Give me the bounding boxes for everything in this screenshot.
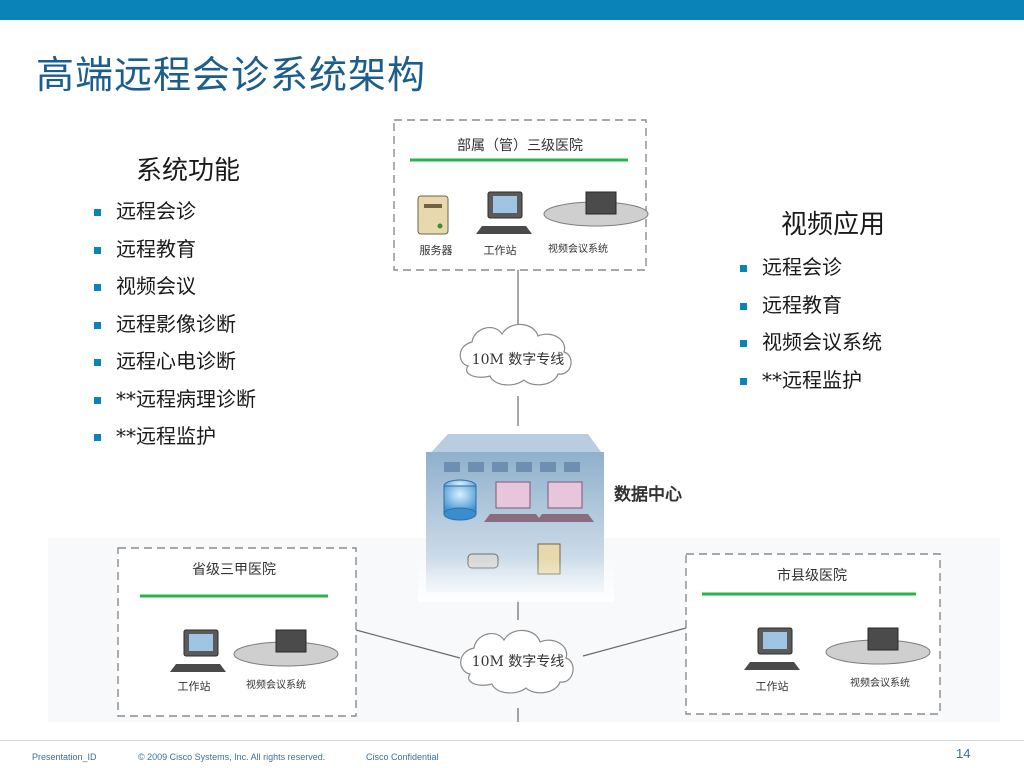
list-item-label: **远程监护 bbox=[762, 367, 862, 392]
workstation-label: 工作站 bbox=[484, 243, 517, 257]
cloud-bottom: 10M 数字专线 bbox=[460, 629, 574, 694]
video-applications-list: 远程会诊 远程教育 视频会议系统 **远程监护 bbox=[736, 249, 885, 399]
right-hospital-title: 市县级医院 bbox=[777, 567, 847, 584]
list-item-label: 视频会议系统 bbox=[762, 330, 882, 354]
footer-divider bbox=[0, 740, 1024, 741]
link-left-hospital bbox=[355, 629, 461, 659]
video-applications-panel: 视频应用 远程会诊 远程教育 视频会议系统 **远程监护 bbox=[736, 204, 885, 399]
list-item-label: **远程病理诊断 bbox=[116, 386, 256, 411]
cloud-shape-icon bbox=[460, 629, 574, 694]
list-item: 视频会议系统 bbox=[736, 324, 885, 362]
monitor-icon bbox=[536, 481, 594, 522]
bullet-square-icon bbox=[740, 265, 747, 272]
bullet-square-icon bbox=[740, 340, 747, 347]
list-item: 远程教育 bbox=[90, 231, 256, 269]
footer-confidential: Cisco Confidential bbox=[366, 752, 439, 762]
footer-presentation-id: Presentation_ID bbox=[32, 752, 97, 762]
video-conference-icon bbox=[233, 629, 339, 667]
cloud-top: 10M 数字专线 bbox=[459, 323, 572, 386]
list-item-label: 视频会议 bbox=[116, 274, 196, 298]
video-conference-label: 视频会议系统 bbox=[548, 242, 608, 255]
network-links bbox=[355, 270, 687, 722]
list-item: **远程病理诊断 bbox=[90, 381, 256, 419]
workstation-label: 工作站 bbox=[756, 679, 789, 693]
top-hospital-title: 部属（管）三级医院 bbox=[457, 138, 583, 154]
bullet-square-icon bbox=[94, 246, 101, 254]
bullet-square-icon bbox=[740, 302, 747, 310]
bullet-square-icon bbox=[94, 434, 101, 441]
list-item-label: **远程监护 bbox=[116, 424, 216, 448]
building-roof bbox=[428, 434, 604, 456]
video-applications-heading: 视频应用 bbox=[781, 210, 886, 240]
video-conference-icon bbox=[825, 627, 931, 665]
system-functions-list: 远程会诊 远程教育 视频会议 远程影像诊断 远程心电诊断 **远程病理诊断 **… bbox=[90, 193, 256, 456]
list-item-label: 远程教育 bbox=[762, 292, 842, 317]
slide-title: 高端远程会诊系统架构 bbox=[36, 53, 427, 97]
link-right-hospital bbox=[582, 627, 687, 657]
list-item-label: 远程会诊 bbox=[116, 199, 196, 223]
page-number: 14 bbox=[956, 746, 971, 761]
right-hospital-node: 市县级医院 工作站 视频会议系统 bbox=[685, 553, 941, 715]
list-item: 远程会诊 bbox=[736, 249, 885, 287]
list-item: 远程影像诊断 bbox=[90, 306, 256, 344]
workstation-icon bbox=[476, 191, 532, 234]
workstation-icon bbox=[170, 629, 226, 672]
server-label: 服务器 bbox=[420, 244, 453, 257]
system-functions-heading: 系统功能 bbox=[136, 156, 241, 186]
list-item-label: 远程教育 bbox=[116, 236, 196, 261]
video-conference-label: 视频会议系统 bbox=[246, 678, 306, 691]
footer-copyright: © 2009 Cisco Systems, Inc. All rights re… bbox=[138, 752, 326, 762]
list-item: **远程监护 bbox=[736, 362, 885, 400]
bullet-square-icon bbox=[740, 377, 747, 385]
architecture-diagram: 部属（管）三级医院 服务器 工作站 视频会议系统 10M 数字专线 bbox=[48, 119, 1000, 722]
bullet-square-icon bbox=[94, 359, 101, 366]
list-item-label: 远程影像诊断 bbox=[116, 311, 236, 336]
top-hospital-node: 部属（管）三级医院 服务器 工作站 视频会议系统 bbox=[393, 119, 649, 271]
left-hospital-title: 省级三甲医院 bbox=[192, 562, 276, 578]
building-fade bbox=[418, 558, 614, 602]
video-conference-label: 视频会议系统 bbox=[850, 676, 910, 689]
cloud-bottom-label: 10M 数字专线 bbox=[472, 654, 565, 670]
bullet-square-icon bbox=[94, 209, 101, 216]
cloud-top-label: 10M 数字专线 bbox=[472, 352, 565, 368]
bullet-square-icon bbox=[94, 284, 101, 291]
list-item-label: 远程会诊 bbox=[762, 255, 842, 279]
top-accent-bar bbox=[0, 0, 1024, 20]
workstation-label: 工作站 bbox=[178, 679, 211, 693]
data-center-node: 数据中心 bbox=[418, 434, 682, 602]
video-conference-icon bbox=[543, 191, 649, 227]
system-functions-panel: 系统功能 远程会诊 远程教育 视频会议 远程影像诊断 远程心电诊断 **远程病理… bbox=[90, 150, 256, 456]
workstation-icon bbox=[744, 627, 800, 670]
bullet-square-icon bbox=[94, 321, 101, 329]
database-icon bbox=[443, 479, 477, 521]
monitor-icon bbox=[484, 481, 542, 522]
list-item: 远程心电诊断 bbox=[90, 343, 256, 381]
left-hospital-node: 省级三甲医院 工作站 视频会议系统 bbox=[117, 547, 357, 717]
building-windows bbox=[444, 462, 580, 472]
left-hospital-frame bbox=[117, 547, 357, 717]
list-item: 远程会诊 bbox=[90, 193, 256, 231]
list-item-label: 远程心电诊断 bbox=[116, 349, 236, 373]
data-center-label: 数据中心 bbox=[614, 484, 682, 505]
bullet-square-icon bbox=[94, 396, 101, 404]
list-item: 远程教育 bbox=[736, 287, 885, 325]
cloud-shape-icon bbox=[459, 323, 572, 386]
list-item: 视频会议 bbox=[90, 268, 256, 306]
server-icon bbox=[417, 195, 449, 235]
list-item: **远程监护 bbox=[90, 418, 256, 456]
